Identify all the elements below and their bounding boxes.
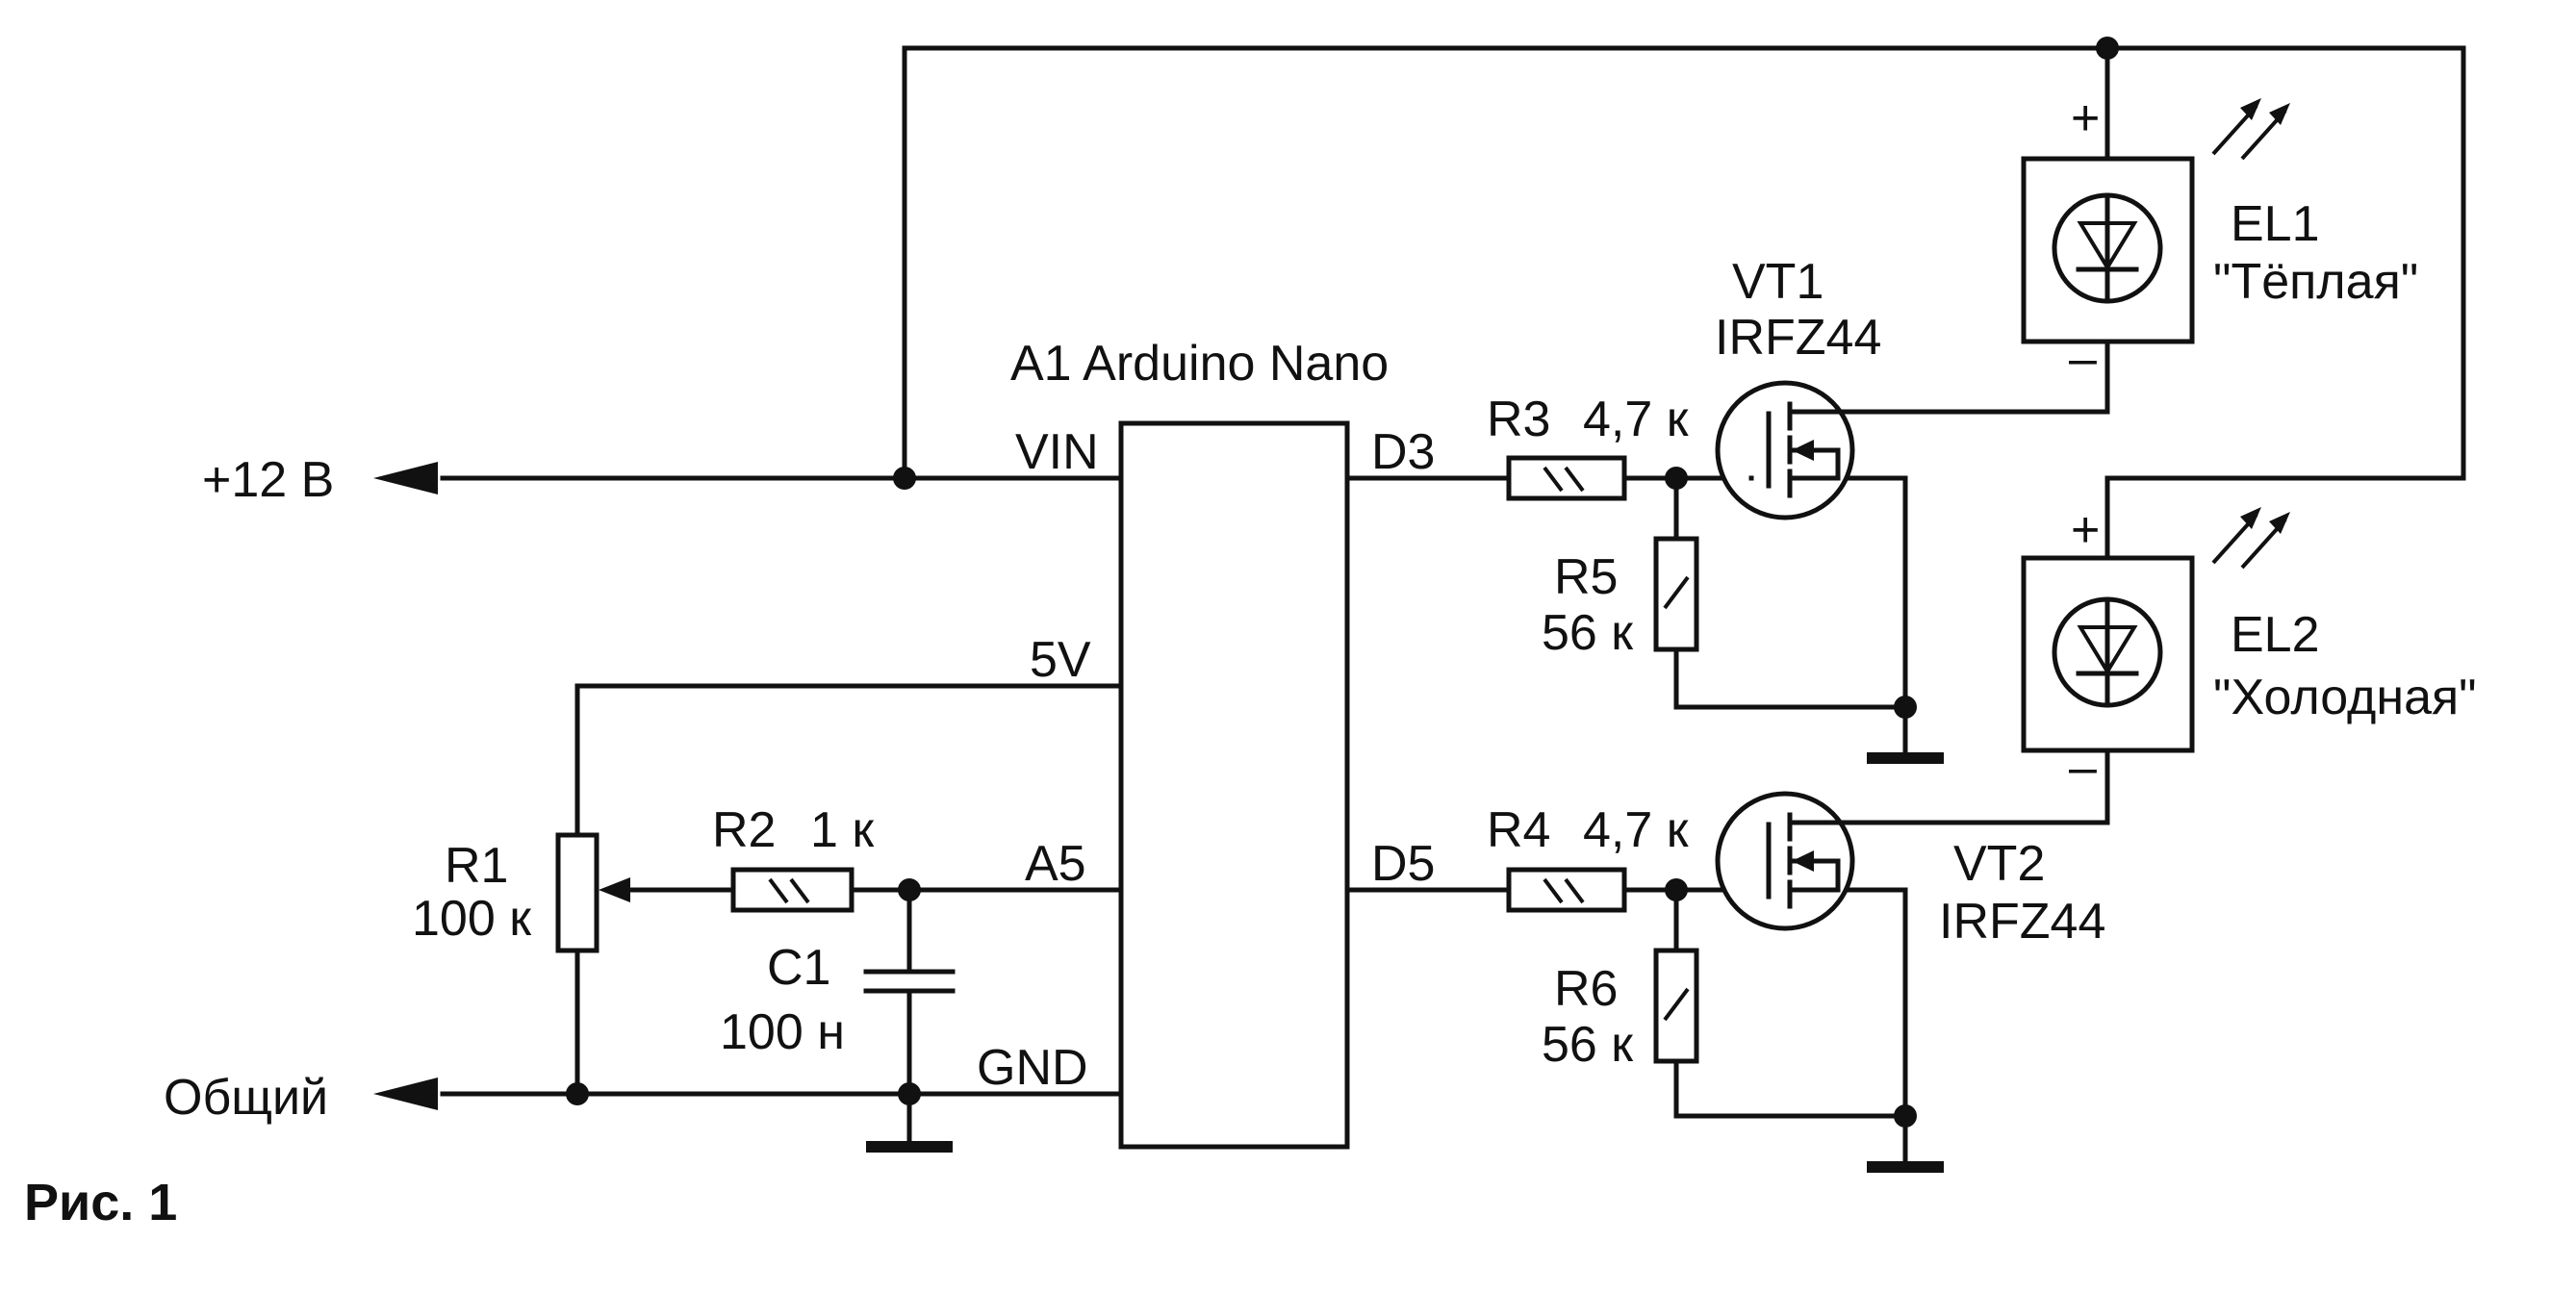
r3-ref: R3 [1487,392,1550,447]
arduino-module [1118,420,1350,1150]
r2-resistor [730,867,854,913]
ground-symbol-c1 [866,1141,953,1153]
common-arrow-icon [373,1078,438,1110]
r2-ref: R2 [712,802,776,858]
figure-caption: Рис. 1 [24,1174,177,1231]
pin-gnd-label: GND [977,1040,1088,1096]
el2-minus: – [2069,740,2097,796]
r5-resistor [1653,536,1699,652]
r6-resistor [1653,948,1699,1064]
r1-ref: R1 [445,838,508,894]
junctions [566,37,2119,1128]
el2-name: "Холодная" [2213,670,2477,725]
pin-d3-label: D3 [1371,424,1435,480]
el1-name: "Тёплая" [2213,254,2418,310]
ground-symbol-r5 [1867,752,1944,764]
c1-ref: C1 [767,940,830,996]
r6-value: 56 к [1542,1017,1633,1073]
c1-value: 100 н [720,1004,845,1060]
r4-ref: R4 [1487,802,1550,858]
ground-symbol-r6 [1867,1161,1944,1173]
pin-a5-label: A5 [1025,836,1086,892]
r4-resistor [1506,867,1627,913]
el1-plus: + [2071,90,2100,146]
wires [440,45,2466,1169]
pin-vin-label: VIN [1015,424,1099,480]
common-label: Общий [164,1070,328,1126]
r3-resistor [1506,455,1627,501]
vt2-ref: VT2 [1953,836,2045,892]
r6-ref: R6 [1554,961,1618,1017]
vt2-part: IRFZ44 [1939,894,2105,950]
r1-wiper-arrow-icon [599,877,630,902]
r5-ref: R5 [1554,549,1618,605]
r3-value: 4,7 к [1583,392,1689,447]
r5-value: 56 к [1542,605,1633,661]
arduino-label: A1 Arduino Nano [1010,336,1389,392]
r1-resistor [555,832,599,953]
vt1-part: IRFZ44 [1715,310,1881,366]
pin-5v-label: 5V [1030,632,1091,688]
el2-ref: EL2 [2231,607,2320,663]
pin-d5-label: D5 [1371,836,1435,892]
el1-minus: – [2069,331,2097,387]
vt1-mosfet [1715,380,1855,520]
vt2-mosfet [1715,791,1855,931]
r1-value: 100 к [412,891,531,947]
r2-value: 1 к [810,802,874,858]
el1-ref: EL1 [2231,196,2320,252]
plus12-label: +12 В [202,452,334,508]
plus12-arrow-icon [373,462,438,494]
el2-plus: + [2071,502,2100,558]
r4-value: 4,7 к [1583,802,1689,858]
el1-led [2021,98,2290,344]
vt1-ref: VT1 [1732,254,1824,310]
el2-led [2021,507,2290,753]
